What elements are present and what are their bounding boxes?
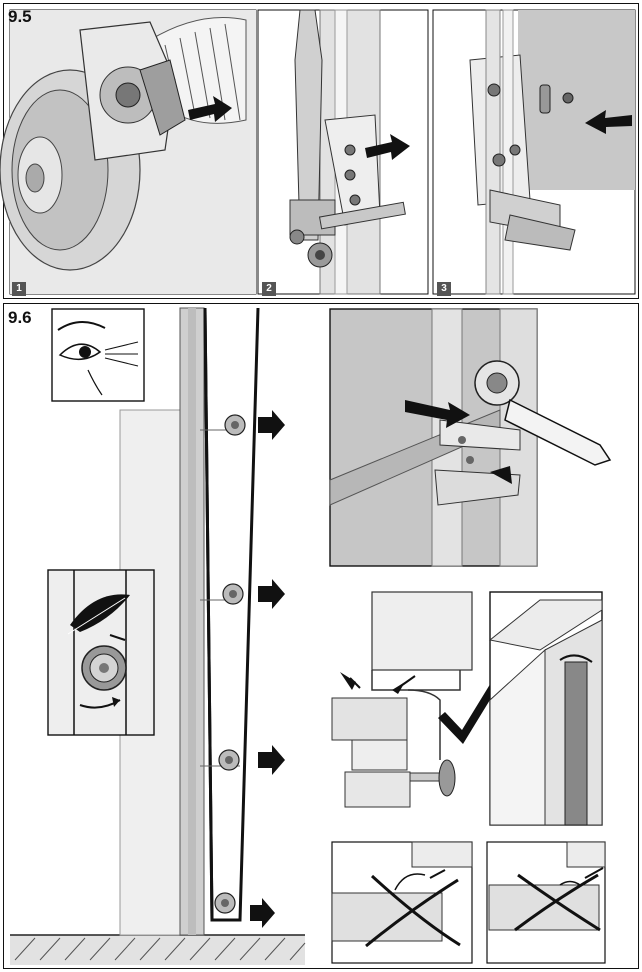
section-label-9-5: 9.5 xyxy=(8,7,32,26)
seal-corner-3d xyxy=(488,591,603,826)
roller-2 xyxy=(200,579,285,609)
panel-2-rail-bracket xyxy=(257,9,429,295)
section-label-9-6: 9.6 xyxy=(8,308,32,327)
arrow-right-icon xyxy=(250,898,275,928)
arrow-right-icon xyxy=(585,110,632,134)
roller-1 xyxy=(200,410,285,440)
adjust-inset xyxy=(329,308,612,567)
arrow-right-icon xyxy=(258,410,285,440)
arrow-right-icon xyxy=(258,745,285,775)
roller-4 xyxy=(214,892,275,928)
cross-mark-icon xyxy=(365,874,461,948)
arrow-right-icon xyxy=(258,579,285,609)
seal-wrong-diagram-1 xyxy=(331,841,473,964)
seal-correct-diagram xyxy=(331,591,507,808)
arrow-right-icon xyxy=(365,134,410,160)
feather-inset xyxy=(47,569,155,736)
cross-mark-icon xyxy=(514,873,601,932)
panel-1-spring-drum xyxy=(0,9,257,295)
step-badge-2: 2 xyxy=(262,282,276,296)
eye-inset xyxy=(51,308,145,402)
step-badge-1: 1 xyxy=(12,282,26,296)
door-leaf-outline xyxy=(203,307,260,922)
floor xyxy=(10,934,306,965)
panel-3-hinge xyxy=(432,9,636,295)
step-badge-3: 3 xyxy=(437,282,451,296)
seal-wrong-diagram-2 xyxy=(486,841,606,964)
arrow-right-icon xyxy=(188,96,232,122)
roller-3 xyxy=(200,745,285,775)
